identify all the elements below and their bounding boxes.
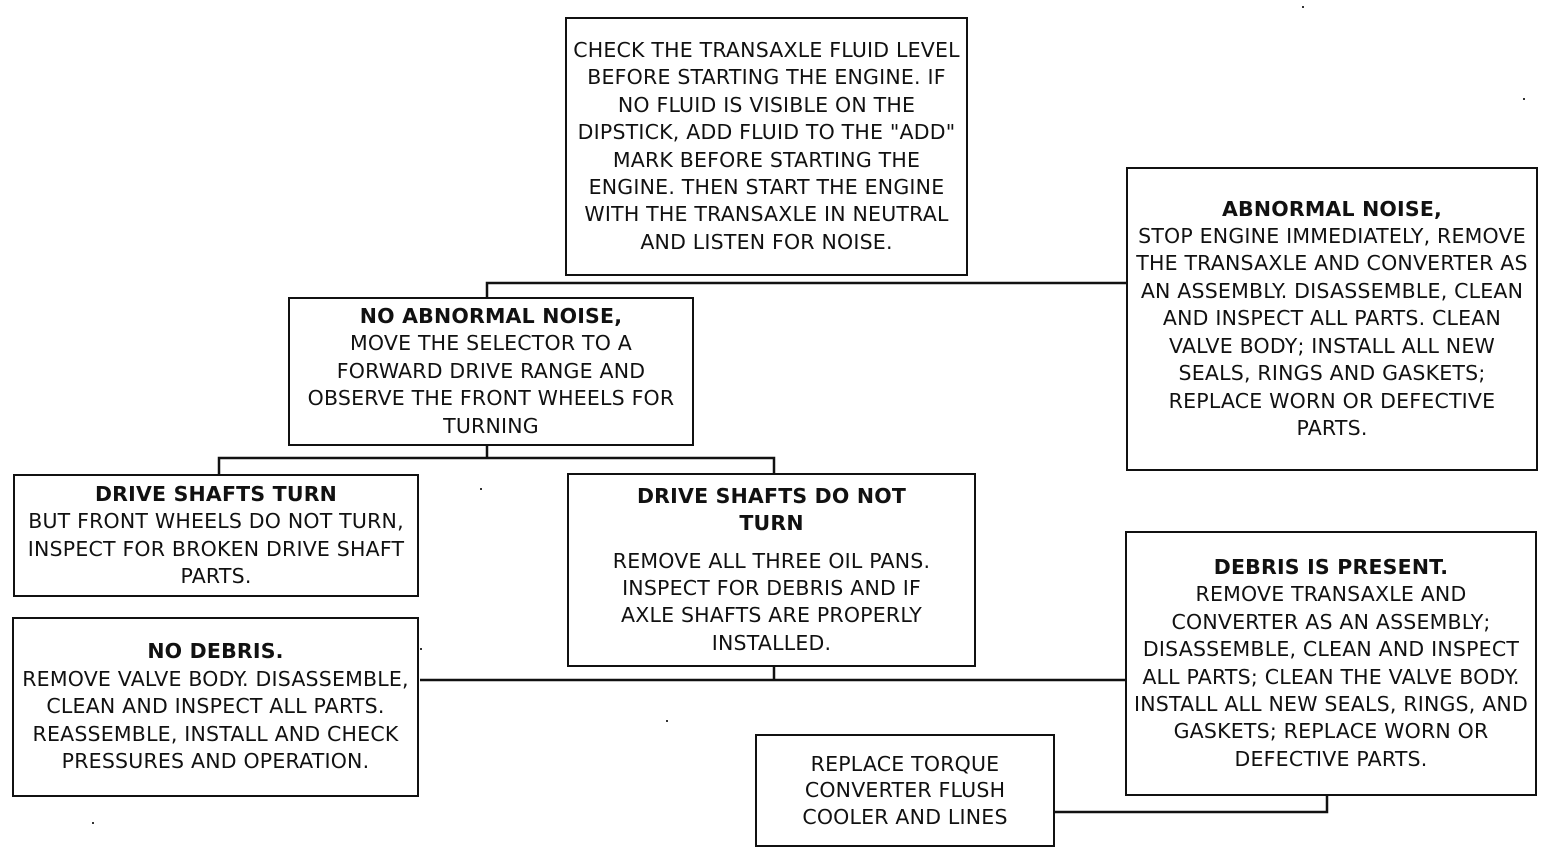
drive-shafts-turn-box: DRIVE SHAFTS TURN BUT FRONT WHEELS DO NO…: [13, 474, 419, 597]
drive-shafts-not-turn-heading: DRIVE SHAFTS DO NOT TURN: [636, 483, 907, 536]
debris-present-text: REMOVE TRANSAXLE AND CONVERTER AS AN ASS…: [1134, 582, 1528, 771]
no-debris-heading: NO DEBRIS.: [147, 639, 284, 664]
scan-speck: [420, 648, 422, 650]
no-debris-box: NO DEBRIS. REMOVE VALVE BODY. DISASSEMBL…: [12, 617, 419, 797]
debris-present-heading: DEBRIS IS PRESENT.: [1213, 554, 1449, 579]
replace-converter-box: REPLACE TORQUE CONVERTER FLUSH COOLER AN…: [755, 734, 1055, 847]
drive-shafts-not-turn-text: REMOVE ALL THREE OIL PANS. INSPECT FOR D…: [612, 548, 931, 655]
drive-shafts-turn-heading: DRIVE SHAFTS TURN: [94, 481, 338, 506]
abnormal-noise-text: STOP ENGINE IMMEDIATELY, REMOVE THE TRAN…: [1136, 224, 1528, 440]
no-abnormal-noise-heading: NO ABNORMAL NOISE,: [359, 303, 623, 328]
start-check-fluid-text: CHECK THE TRANSAXLE FLUID LEVEL BEFORE S…: [573, 37, 960, 254]
connector-drive-shafts-split: [217, 456, 776, 475]
debris-present-box: DEBRIS IS PRESENT. REMOVE TRANSAXLE AND …: [1125, 531, 1537, 796]
no-abnormal-noise-box: NO ABNORMAL NOISE, MOVE THE SELECTOR TO …: [288, 297, 694, 446]
scan-speck: [666, 720, 668, 722]
replace-converter-text: REPLACE TORQUE CONVERTER FLUSH COOLER AN…: [802, 751, 1008, 829]
scan-speck: [480, 488, 482, 490]
connector-start-branches: [485, 281, 1128, 298]
drive-shafts-not-turn-box: DRIVE SHAFTS DO NOT TURN REMOVE ALL THRE…: [567, 473, 976, 667]
abnormal-noise-box: ABNORMAL NOISE, STOP ENGINE IMMEDIATELY,…: [1126, 167, 1538, 471]
start-check-fluid-box: CHECK THE TRANSAXLE FLUID LEVEL BEFORE S…: [565, 17, 968, 276]
drive-shafts-turn-text: BUT FRONT WHEELS DO NOT TURN, INSPECT FO…: [27, 509, 405, 588]
scan-speck: [92, 822, 94, 824]
no-abnormal-noise-text: MOVE THE SELECTOR TO A FORWARD DRIVE RAN…: [307, 331, 675, 438]
abnormal-noise-heading: ABNORMAL NOISE,: [1221, 196, 1443, 221]
no-debris-text: REMOVE VALVE BODY. DISASSEMBLE, CLEAN AN…: [22, 666, 409, 774]
connector-replace-converter: [1055, 796, 1329, 814]
scan-speck: [1302, 6, 1304, 8]
scan-speck: [1523, 98, 1525, 100]
